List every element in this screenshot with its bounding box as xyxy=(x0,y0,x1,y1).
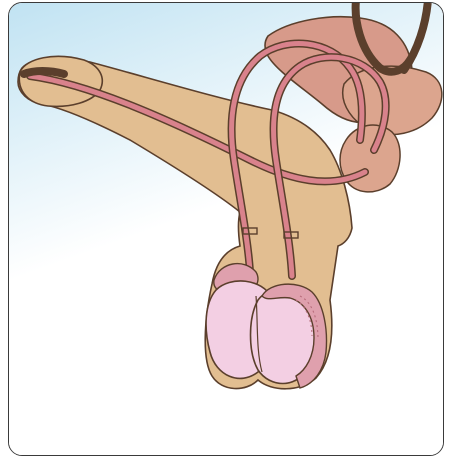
urethral-opening xyxy=(24,71,64,74)
